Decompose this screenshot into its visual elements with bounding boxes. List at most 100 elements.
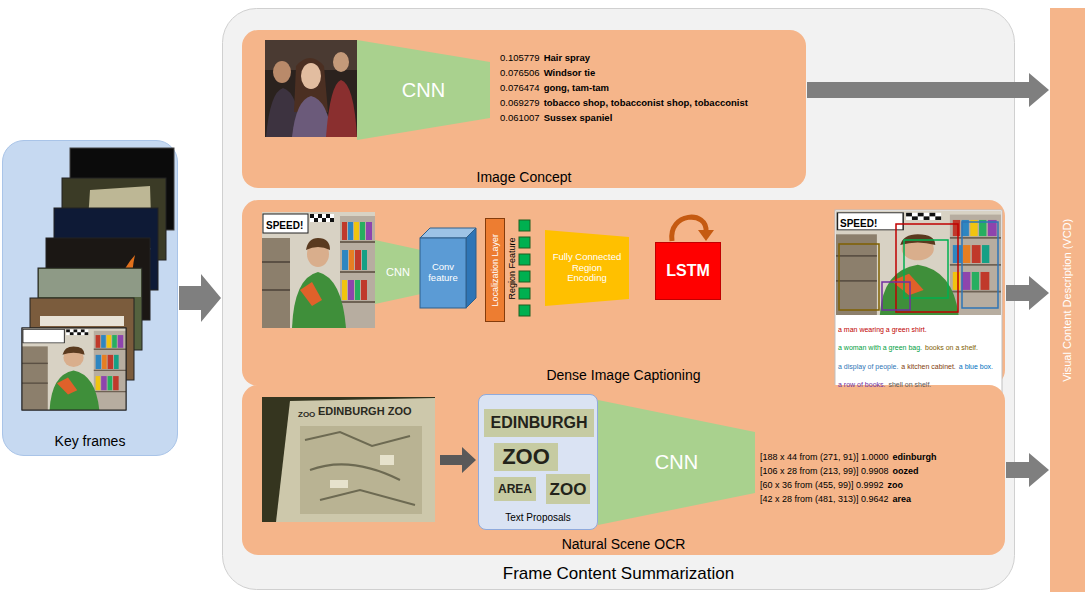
score-value: 0.105779 [500,52,540,63]
node-title: CNN [402,79,445,102]
label-slot: 0.069279 [500,92,540,110]
recurrence-head [698,230,714,241]
cnn-trapezoid: CNN [598,400,755,525]
trapezoid [357,40,490,140]
label-slot: Sussex spaniel [544,107,613,125]
text-crop: EDINBURGH [491,415,588,431]
label-slot: 0.061007 [500,107,540,125]
summary-panel: Frame Content Summarization Image Concep… [222,8,1015,590]
label-slot: 0.105779 [500,47,540,65]
label-slot: books on a shelf. [925,336,978,354]
class-name: gong, tam-tam [544,82,609,93]
label-slot: ZOO [298,403,315,421]
label-slot: [188 x 44 from (271, 91)] 1.0000 [760,446,889,464]
label-slot: SPEED! [840,213,877,231]
node-title: Natural Scene OCR [562,536,686,552]
region-boxes [839,222,998,312]
label-slot: EDINBURGH [484,409,594,437]
text-crop: AREA [498,483,532,495]
cnn-trapezoid: CNN [357,40,490,140]
label-slot: tobacco shop, tobacconist shop, tobaccon… [544,92,748,110]
ocr-word: zoo [888,480,904,490]
label-slot: [60 x 36 from (455, 99)] 0.9992 [760,474,884,492]
label-slot: Windsor tie [544,62,596,80]
ocr-word: area [893,494,912,504]
label-slot: a blue box. [959,355,993,373]
cnn-trapezoid: CNN [375,240,421,304]
label-slot: ZOO [494,443,558,471]
scene-text: ZOO [298,410,315,419]
module-panel: Dense Image Captioning CNN Conv feature Loc… [242,200,1005,386]
node-title: Fully Connected Region Encoding [551,252,623,285]
node-title: Dense Image Captioning [546,367,700,383]
scene-text: SPEED! [840,218,877,229]
caption-text: a woman with a green bag. [838,344,922,351]
label-slot: ZOO [546,474,590,504]
class-name: Windsor tie [544,67,596,78]
ocr-box: [188 x 44 from (271, 91)] 1.0000 [760,452,889,462]
flow-arrow [179,274,221,322]
label-slot: Hair spray [544,47,590,65]
label-slot: a display of people. [838,355,898,373]
class-name: Sussex spaniel [544,112,613,123]
ocr-box: [60 x 36 from (455, 99)] 0.9992 [760,480,884,490]
node-title: Key frames [55,433,126,449]
boy-photo [262,212,375,328]
score-value: 0.061007 [500,112,540,123]
score-value: 0.076506 [500,67,540,78]
scene-text: SPEED! [266,220,303,231]
key-frame-stack [3,141,179,457]
key-frames-panel: Key frames [2,140,178,456]
text-crop: ZOO [550,481,587,498]
node-title: Visual Content Description (VCD) [1061,218,1074,381]
output-frame [835,210,1002,395]
node-title: Localization Layer [490,234,500,307]
label-slot: AREA [494,477,536,501]
lstm-box: LSTM [655,242,721,300]
proposal-box: Text Proposals EDINBURGH ZOO AREA ZOO [478,394,598,530]
score-value: 0.069279 [500,97,540,108]
trapezoid [598,400,755,525]
recurrence-loop [672,217,706,241]
node-title: CNN [386,266,410,279]
module-panel: Natural Scene OCR Text Proposals EDINBURGH… [242,385,1005,555]
cube-front [420,238,466,308]
label-slot: [42 x 28 from (481, 313)] 0.9642 [760,488,889,506]
caption-text: a blue box. [959,363,993,370]
label-slot: gong, tam-tam [544,77,609,95]
pointer-arrow [440,447,476,473]
region-label: Region Feature [508,237,517,299]
label-slot: oozed [893,460,919,478]
ocr-box: [106 x 28 from (213, 99)] 0.9908 [760,466,889,476]
module-panel: Image ConceptCNN0.105779Hair spray0.0765… [242,30,806,188]
label-slot: 0.076506 [500,62,540,80]
label-slot: area [893,488,912,506]
flow-arrow [1006,453,1049,487]
score-value: 0.076474 [500,82,540,93]
class-name: Hair spray [544,52,590,63]
region-feature-squares [519,220,530,316]
label-slot: SPEED! [266,215,303,233]
node-title: Text Proposals [505,512,571,524]
label-slot: a kitchen cabinet. [901,355,955,373]
scene-text: EDINBURGH ZOO [318,405,412,417]
caption-block: a man wearing a green shirt. a woman with… [838,318,1000,392]
label-slot: EDINBURGH ZOO [318,401,412,419]
caption-text: shell on shelf. [888,381,931,388]
caption-text: a man wearing a green shirt. [838,326,927,333]
node-title: CNN [655,451,698,474]
class-name: tobacco shop, tobacconist shop, tobaccon… [544,97,748,108]
label-slot: [106 x 28 from (213, 99)] 0.9908 [760,460,889,478]
flow-arrow [1006,276,1049,310]
label-slot: Region Feature [507,218,518,318]
ocr-word: oozed [893,466,919,476]
label-slot: edinburgh [893,446,937,464]
flow-arrow [807,73,1049,107]
node-title: Frame Content Summarization [503,564,734,584]
trapezoid [375,240,421,304]
text-crop: ZOO [502,446,550,468]
node-title: Conv feature [423,262,463,284]
